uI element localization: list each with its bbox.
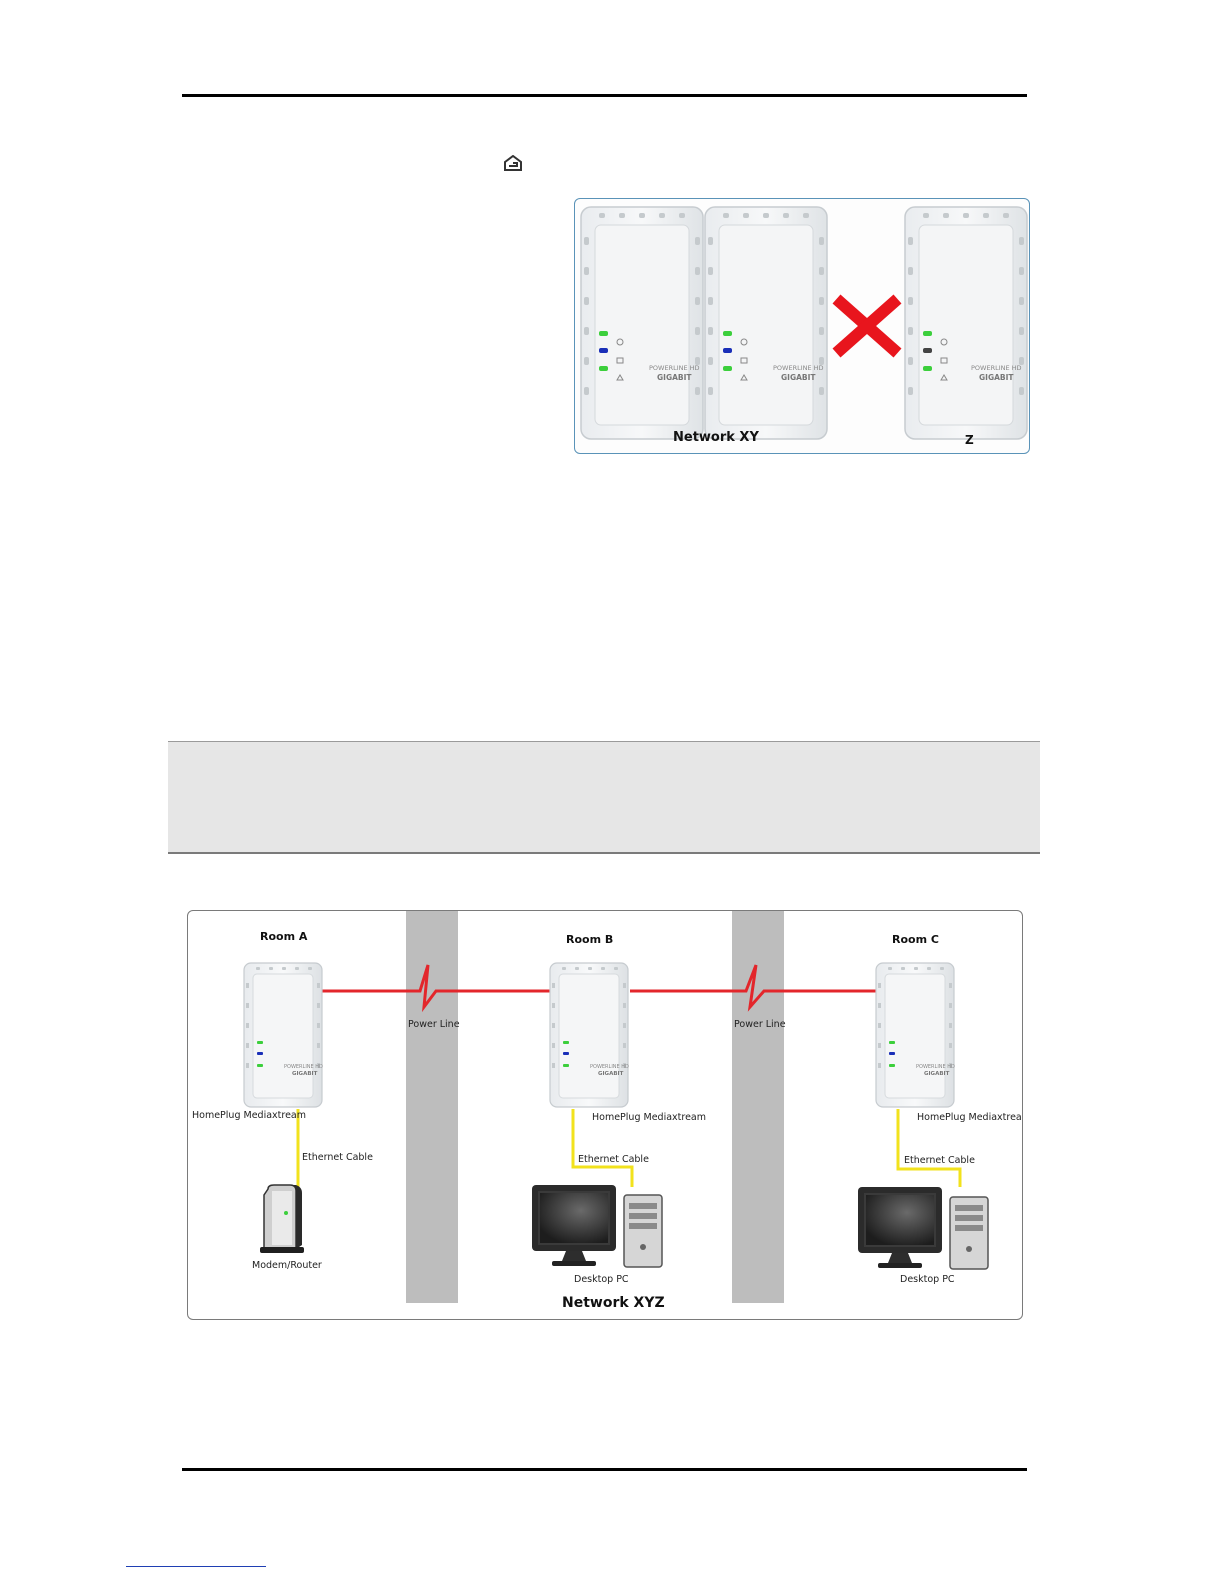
network-xy-label: Network XY	[673, 430, 759, 445]
brand-line1-b: POWERLINE HD	[773, 364, 824, 372]
power-line-label-2: Power Line	[734, 1019, 786, 1030]
ethernet-label-a: Ethernet Cable	[302, 1152, 373, 1163]
network-xyz-illustration	[243, 962, 989, 1270]
brand-line1-a2: POWERLINE HD	[284, 1064, 323, 1070]
footer-rule	[182, 1468, 1027, 1471]
desktop-pc-icon-c	[857, 1186, 989, 1270]
adapter-room-a	[243, 962, 323, 1108]
network-xy-z-figure: POWERLINE HD GIGABIT POWERLINE HD GIGABI…	[574, 198, 1030, 454]
brand-line1-c: POWERLINE HD	[971, 364, 1022, 372]
adapter-label-a: HomePlug Mediaxtream	[192, 1110, 306, 1121]
footer-link-underline[interactable]	[126, 1566, 266, 1567]
note-box	[168, 741, 1040, 854]
brand-line2-c2: GIGABIT	[924, 1071, 950, 1077]
desktop-pc-label-b: Desktop PC	[574, 1274, 629, 1285]
ethernet-label-c: Ethernet Cable	[904, 1155, 975, 1166]
adapters-illustration	[580, 206, 1028, 440]
room-b-label: Room B	[566, 933, 614, 946]
modem-router-icon	[260, 1184, 304, 1253]
header-rule	[182, 94, 1027, 97]
modem-router-label: Modem/Router	[252, 1260, 322, 1271]
network-xyz-label: Network XYZ	[562, 1295, 665, 1311]
brand-line1-a: POWERLINE HD	[649, 364, 700, 372]
power-line	[322, 964, 876, 1013]
brand-line2-a2: GIGABIT	[292, 1071, 318, 1077]
network-xyz-figure: Room A Room B Room C Power Line Power Li…	[187, 910, 1023, 1320]
ethernet-label-b: Ethernet Cable	[578, 1154, 649, 1165]
adapter-room-c	[875, 962, 955, 1108]
desktop-pc-label-c: Desktop PC	[900, 1274, 955, 1285]
adapter-label-b: HomePlug Mediaxtream	[592, 1112, 706, 1123]
wall-right	[732, 911, 784, 1303]
home-icon	[504, 155, 522, 171]
brand-line2-a: GIGABIT	[657, 373, 692, 382]
room-c-label: Room C	[892, 933, 939, 946]
incompatible-x-icon	[832, 294, 902, 358]
brand-line2-b2: GIGABIT	[598, 1071, 624, 1077]
room-a-label: Room A	[260, 930, 308, 943]
wall-left	[406, 911, 458, 1303]
network-z-label: Z	[965, 433, 974, 447]
brand-line1-c2: POWERLINE HD	[916, 1064, 955, 1070]
desktop-pc-icon-b	[531, 1184, 663, 1268]
power-line-label-1: Power Line	[408, 1019, 460, 1030]
ethernet-cables	[296, 1109, 962, 1187]
adapter-label-c: HomePlug Mediaxtream	[917, 1112, 1023, 1123]
adapter-room-b	[549, 962, 629, 1108]
brand-line2-c: GIGABIT	[979, 373, 1014, 382]
brand-line1-b2: POWERLINE HD	[590, 1064, 629, 1070]
brand-line2-b: GIGABIT	[781, 373, 816, 382]
